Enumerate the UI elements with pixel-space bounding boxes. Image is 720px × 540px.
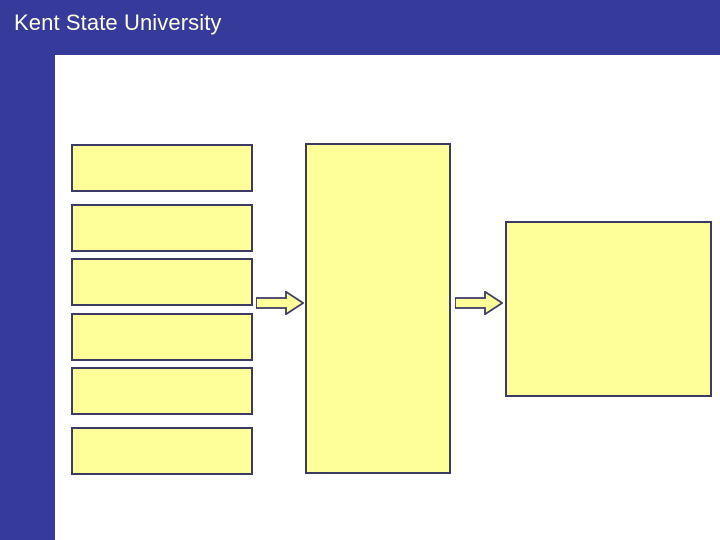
input-box-6-label	[73, 429, 251, 473]
input-box-3[interactable]	[71, 258, 253, 306]
input-box-2[interactable]	[71, 204, 253, 252]
input-box-6[interactable]	[71, 427, 253, 475]
input-box-4[interactable]	[71, 313, 253, 361]
output-box-label	[507, 223, 710, 395]
input-box-5[interactable]	[71, 367, 253, 415]
output-box[interactable]	[505, 221, 712, 397]
process-box-label	[307, 145, 449, 472]
input-box-3-label	[73, 260, 251, 304]
arrow-inputs-to-process-glyph	[255, 290, 305, 316]
input-box-2-label	[73, 206, 251, 250]
arrow-process-to-output	[454, 290, 504, 316]
input-box-5-label	[73, 369, 251, 413]
input-box-1-label	[73, 146, 251, 190]
left-accent-band	[0, 0, 55, 540]
input-box-1[interactable]	[71, 144, 253, 192]
arrow-inputs-to-process	[255, 290, 305, 316]
arrow-process-to-output-glyph	[454, 290, 504, 316]
input-box-4-label	[73, 315, 251, 359]
diagram-area	[55, 55, 720, 540]
process-box[interactable]	[305, 143, 451, 474]
page-title: Kent State University	[14, 10, 222, 35]
title-band	[0, 0, 720, 55]
